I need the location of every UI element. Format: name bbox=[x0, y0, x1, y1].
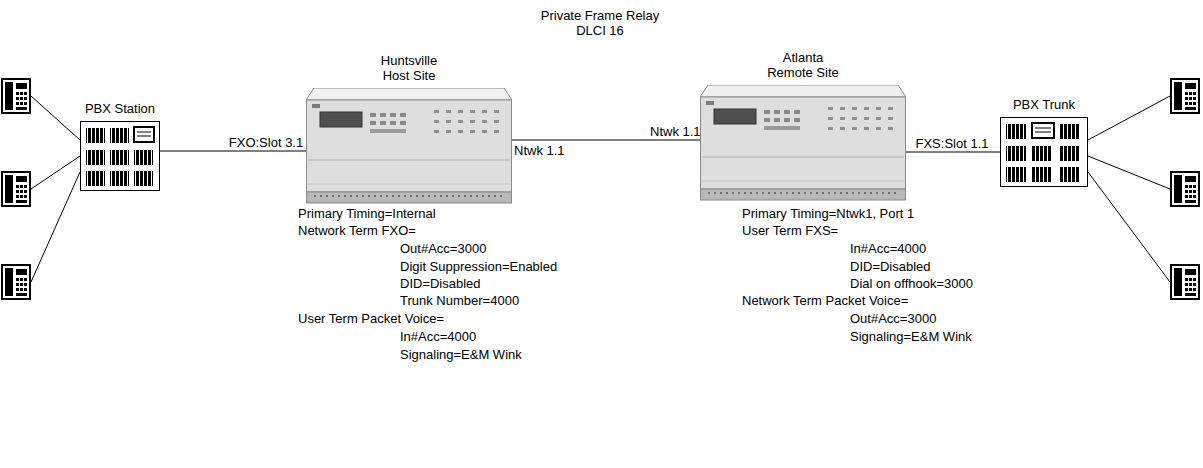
config-text: Trunk Number=4000 bbox=[400, 293, 519, 308]
config-text: Primary Timing=Internal bbox=[298, 206, 436, 221]
label-slot: Ntwk 1.1 bbox=[650, 124, 701, 139]
config-text: In#Acc=4000 bbox=[850, 241, 926, 256]
label-slot: Primary Timing=Internal bbox=[298, 206, 436, 221]
label-slot: Trunk Number=4000 bbox=[400, 293, 519, 308]
telephone-icon bbox=[1171, 172, 1199, 206]
port-label: FXS:Slot 1.1 bbox=[915, 136, 990, 151]
port-label: Ntwk 1.1 bbox=[514, 143, 565, 158]
label-slot: In#Acc=4000 bbox=[400, 329, 476, 344]
label-slot: Network Term FXO= bbox=[298, 223, 416, 238]
telephone-icon bbox=[1171, 79, 1199, 113]
config-text: Out#Acc=3000 bbox=[400, 241, 486, 256]
host-site-device: Huntsville Host Site bbox=[306, 88, 512, 204]
label-slot: Digit Suppression=Enabled bbox=[400, 259, 557, 274]
port-label: Ntwk 1.1 bbox=[650, 124, 701, 139]
site-heading: PBX Trunk bbox=[1013, 97, 1075, 112]
label-slot: Ntwk 1.1 bbox=[514, 143, 565, 158]
config-text: DID=Disabled bbox=[850, 259, 931, 274]
site-heading: Huntsville Host Site bbox=[369, 53, 449, 83]
config-text: Out#Acc=3000 bbox=[850, 311, 936, 326]
telephone-icon bbox=[2, 79, 30, 113]
phone-wires bbox=[31, 96, 1170, 282]
config-text: Digit Suppression=Enabled bbox=[400, 259, 557, 274]
remote-site-device: Atlanta Remote Site bbox=[700, 85, 906, 201]
config-text: Network Term Packet Voice= bbox=[742, 293, 908, 308]
port-label: FXO:Slot 3.1 bbox=[228, 135, 304, 150]
config-text: Primary Timing=Ntwk1, Port 1 bbox=[742, 206, 914, 221]
diagram-title: Private Frame Relay DLCI 16 bbox=[535, 8, 665, 38]
link-line bbox=[906, 152, 1000, 153]
config-text: User Term FXS= bbox=[742, 223, 838, 238]
label-slot: Network Term Packet Voice= bbox=[742, 293, 908, 308]
config-text: Network Term FXO= bbox=[298, 223, 416, 238]
pbx-cabinet bbox=[81, 122, 160, 191]
site-heading: Atlanta Remote Site bbox=[763, 50, 843, 80]
label-slot: Signaling=E&M Wink bbox=[850, 329, 972, 344]
label-slot: DID=Disabled bbox=[850, 259, 931, 274]
site-heading: PBX Station bbox=[85, 101, 155, 116]
config-text: Signaling=E&M Wink bbox=[400, 347, 522, 362]
label-slot: DID=Disabled bbox=[400, 276, 481, 291]
label-slot: User Term FXS= bbox=[742, 223, 838, 238]
link-line bbox=[512, 140, 700, 141]
edge-label-slot: FXS:Slot 1.1 bbox=[915, 136, 990, 151]
label-slot: Signaling=E&M Wink bbox=[400, 347, 522, 362]
label-slot: Dial on offhook=3000 bbox=[850, 276, 973, 291]
telephone-icon bbox=[2, 172, 30, 206]
title-slot: Private Frame Relay DLCI 16 bbox=[535, 8, 665, 38]
edge-label-slot: FXO:Slot 3.1 bbox=[228, 135, 304, 150]
label-slot: User Term Packet Voice= bbox=[298, 311, 444, 326]
config-text: DID=Disabled bbox=[400, 276, 481, 291]
label-slot: Primary Timing=Ntwk1, Port 1 bbox=[742, 206, 914, 221]
telephone-icon bbox=[2, 265, 30, 299]
label-slot: Out#Acc=3000 bbox=[400, 241, 486, 256]
label-slot: In#Acc=4000 bbox=[850, 241, 926, 256]
label-slot: Out#Acc=3000 bbox=[850, 311, 936, 326]
config-text: Signaling=E&M Wink bbox=[850, 329, 972, 344]
telephone-icon bbox=[1171, 265, 1199, 299]
config-text: User Term Packet Voice= bbox=[298, 311, 444, 326]
pbx-cabinet bbox=[1001, 118, 1088, 187]
pbx-trunk: PBX Trunk bbox=[1000, 117, 1088, 187]
config-text: In#Acc=4000 bbox=[400, 329, 476, 344]
router-device bbox=[700, 85, 906, 200]
link-line bbox=[160, 151, 306, 152]
config-text: Dial on offhook=3000 bbox=[850, 276, 973, 291]
router-device bbox=[306, 88, 512, 203]
pbx-station: PBX Station bbox=[80, 121, 160, 191]
